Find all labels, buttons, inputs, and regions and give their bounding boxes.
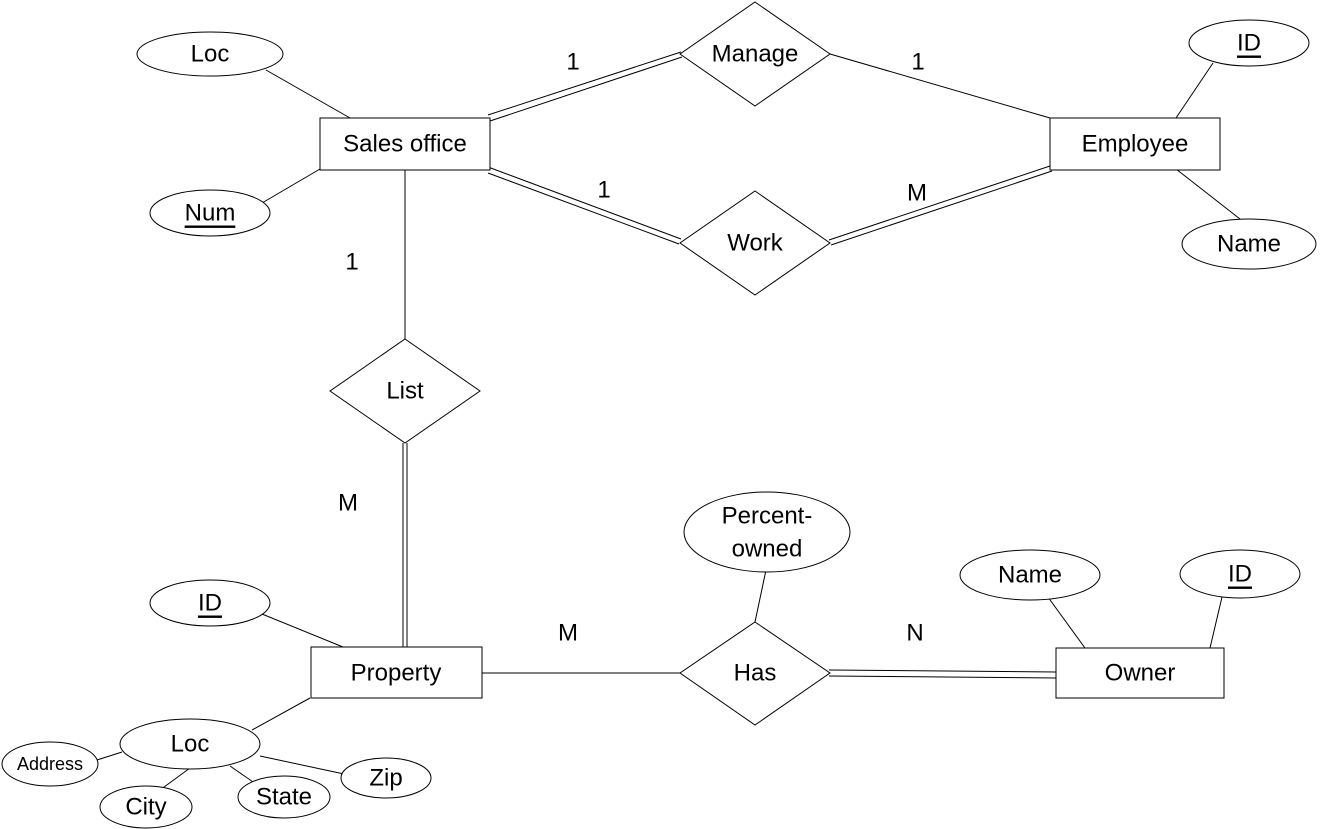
attribute-owner-id[interactable]: ID bbox=[1179, 549, 1301, 599]
attribute-property-id[interactable]: ID bbox=[149, 579, 271, 627]
key-attribute-owner-id: ID bbox=[1228, 561, 1252, 588]
entity-employee-label: Employee bbox=[1082, 131, 1189, 158]
relationship-list[interactable]: List bbox=[329, 338, 481, 444]
connector-owner-name bbox=[1044, 592, 1086, 649]
entity-sales-office-label: Sales office bbox=[343, 131, 467, 158]
connector-loc-city bbox=[159, 767, 191, 791]
attribute-loc-state[interactable]: State bbox=[237, 775, 331, 819]
attribute-employee-id[interactable]: ID bbox=[1188, 19, 1310, 67]
entity-property[interactable]: Property bbox=[310, 646, 483, 699]
connector-sales-office-num bbox=[261, 168, 321, 204]
connector-loc-state bbox=[229, 765, 257, 785]
connector-employee-id bbox=[1175, 62, 1214, 119]
cardinality-work-employee: M bbox=[907, 180, 927, 207]
attribute-loc-address[interactable]: Address bbox=[1, 741, 99, 787]
connector-property-id bbox=[261, 613, 344, 648]
entity-property-label: Property bbox=[351, 660, 442, 687]
cardinality-manage-sales-office: 1 bbox=[566, 49, 579, 76]
relationship-has[interactable]: Has bbox=[679, 621, 831, 726]
connector-manage-employee bbox=[829, 53, 1051, 119]
svg-text:Address: Address bbox=[17, 754, 83, 774]
relationship-manage[interactable]: Manage bbox=[679, 1, 831, 107]
connector-loc-address bbox=[96, 751, 123, 761]
svg-text:Percent-: Percent- bbox=[722, 503, 813, 530]
entity-owner-label: Owner bbox=[1105, 660, 1176, 687]
attribute-employee-name[interactable]: Name bbox=[1181, 218, 1317, 270]
svg-text:owned: owned bbox=[732, 536, 803, 563]
connector-has-percent-owned bbox=[754, 569, 767, 623]
svg-text:Name: Name bbox=[1217, 231, 1281, 258]
relationship-work[interactable]: Work bbox=[679, 190, 831, 296]
connector-list-property bbox=[402, 443, 408, 647]
cardinality-list-sales-office: 1 bbox=[345, 249, 358, 276]
entity-owner[interactable]: Owner bbox=[1055, 647, 1225, 699]
connector-owner-id bbox=[1209, 596, 1223, 649]
connector-has-owner bbox=[828, 669, 1057, 679]
svg-text:Name: Name bbox=[998, 562, 1062, 589]
key-attribute-num: Num bbox=[185, 200, 236, 227]
cardinality-has-property: M bbox=[558, 620, 578, 647]
attribute-sales-office-loc[interactable]: Loc bbox=[136, 31, 284, 77]
entity-employee[interactable]: Employee bbox=[1049, 117, 1221, 171]
attribute-loc-city[interactable]: City bbox=[99, 785, 193, 829]
connector-sales-office-loc bbox=[265, 69, 351, 119]
attribute-owner-name[interactable]: Name bbox=[959, 549, 1101, 601]
attribute-property-loc[interactable]: Loc bbox=[119, 718, 261, 770]
connector-sales-office-work bbox=[487, 166, 682, 245]
connector-loc-zip bbox=[259, 755, 345, 775]
relationship-manage-label: Manage bbox=[712, 41, 799, 68]
svg-text:Loc: Loc bbox=[171, 731, 210, 758]
key-attribute-employee-id: ID bbox=[1237, 30, 1261, 57]
cardinality-manage-employee: 1 bbox=[911, 49, 924, 76]
entity-sales-office[interactable]: Sales office bbox=[319, 117, 491, 171]
attribute-loc-zip[interactable]: Zip bbox=[340, 757, 432, 799]
connector-employee-name bbox=[1175, 168, 1241, 220]
svg-text:Zip: Zip bbox=[369, 765, 402, 792]
attribute-sales-office-num[interactable]: Num bbox=[149, 189, 271, 237]
relationship-work-label: Work bbox=[727, 230, 784, 257]
svg-text:Loc: Loc bbox=[191, 41, 230, 68]
connector-property-loc bbox=[251, 697, 311, 731]
cardinality-work-sales-office: 1 bbox=[597, 177, 610, 204]
attribute-percent-owned[interactable]: Percent- owned bbox=[683, 491, 851, 573]
relationship-has-label: Has bbox=[734, 660, 777, 687]
connector-work-employee bbox=[828, 165, 1053, 246]
cardinality-has-owner: N bbox=[906, 620, 923, 647]
key-attribute-property-id: ID bbox=[198, 590, 222, 617]
svg-text:State: State bbox=[256, 784, 312, 811]
cardinality-list-property: M bbox=[338, 490, 358, 517]
relationship-list-label: List bbox=[386, 378, 424, 405]
connector-sales-office-manage bbox=[487, 51, 683, 122]
svg-text:City: City bbox=[125, 794, 166, 821]
